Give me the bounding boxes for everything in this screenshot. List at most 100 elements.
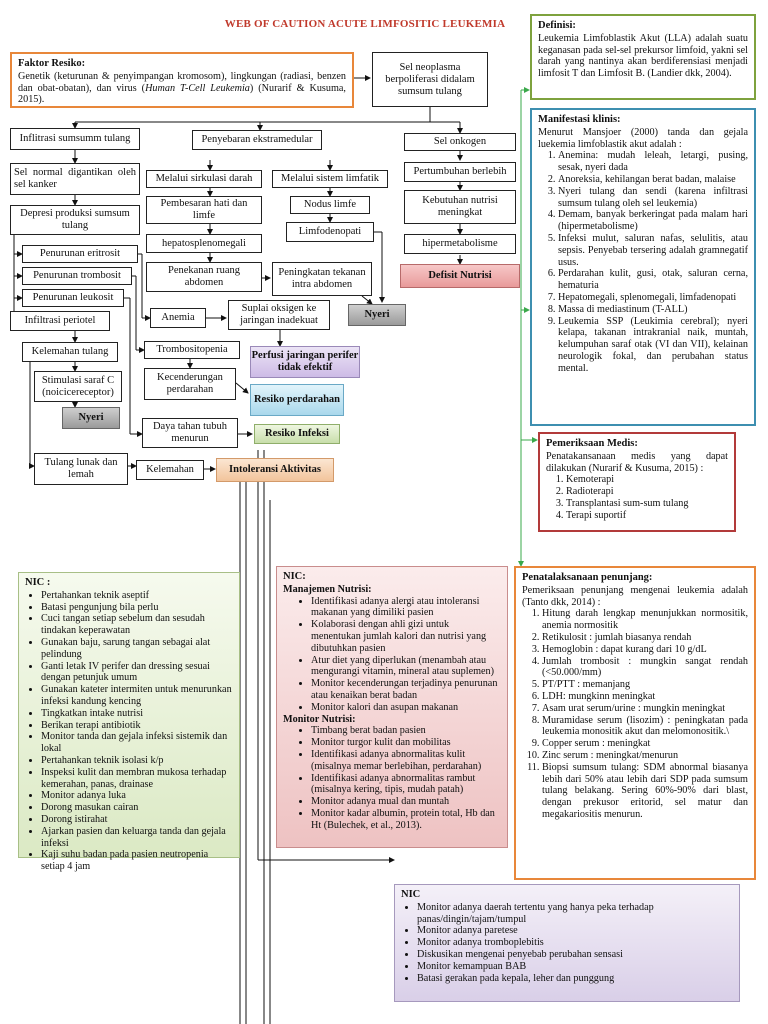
pemeriksaan-medis-intro: Penatakansanaan medis yang dapat dilakuk… [546, 450, 728, 474]
manifestasi-item: Infeksi mulut, saluran nafas, selulitis,… [558, 233, 748, 268]
node-sel-onkogen: Sel onkogen [404, 133, 516, 151]
manifestasi-item: Anoreksia, kehilangan berat badan, malai… [558, 174, 748, 186]
manifestasi-item: Hepatomegali, splenomegali, limfadenopat… [558, 292, 748, 304]
node-trombositopenia: Trombositopenia [144, 341, 240, 359]
node-tulang-lunak: Tulang lunak dan lemah [34, 453, 128, 485]
node-daya-tahan: Daya tahan tubuh menurun [142, 418, 238, 448]
nic-perfusi-item: Monitor adanya tromboplebitis [417, 937, 733, 949]
manifestasi-item: Massa di mediastinum (T-ALL) [558, 304, 748, 316]
nic-perfusi-heading: NIC [401, 889, 421, 900]
nic-perfusi-item: Monitor kemampuan BAB [417, 961, 733, 973]
nic-infeksi-item: Inspeksi kulit dan membran mukosa terhad… [41, 767, 233, 791]
node-penyebaran: Penyebaran ekstramedular [192, 130, 322, 150]
node-hipermetabolisme: hipermetabolisme [404, 234, 516, 254]
nic-infeksi-item: Monitor adanya luka [41, 790, 233, 802]
manifestasi-heading: Manifestasi klinis: [538, 114, 621, 125]
penunjang-item: Jumlah trombosit : mungkin sangat rendah… [542, 656, 748, 680]
nic-infeksi-item: Kaji suhu badan pada pasien neutropenia … [41, 849, 233, 873]
node-sel-normal: Sel normal digantikan oleh sel kanker [10, 163, 140, 195]
nic-perfusi-item: Monitor adanya paretese [417, 925, 733, 937]
node-hepatosplenomegali: hepatosplenomegali [146, 234, 262, 253]
node-penekanan: Penekanan ruang abdomen [146, 262, 262, 292]
diagram-title: WEB OF CAUTION ACUTE LIMFOSITIC LEUKEMIA [224, 18, 506, 30]
penunjang-item: Zinc serum : meningkat/menurun [542, 750, 748, 762]
diagnosis-nyeri-right: Nyeri [348, 304, 406, 326]
nic-infeksi-item: Pertahankan teknik aseptif [41, 590, 233, 602]
penunjang-item: Muramidase serum (lisozim) : peningkatan… [542, 715, 748, 739]
nic-nutrisi-item: Identifikasi adanya abnormalitas kulit (… [311, 749, 501, 773]
node-sirkulasi-darah: Melalui sirkulasi darah [146, 170, 262, 188]
nic-infeksi-item: Cuci tangan setiap sebelum dan sesudah t… [41, 613, 233, 637]
faktor-resiko-text: Genetik (keturunan & penyimpangan kromos… [18, 70, 346, 106]
node-suplai-oksigen: Suplai oksigen ke jaringan inadekuat [228, 300, 330, 330]
nic-infeksi-item: Gunakan kateter intermiten untuk menurun… [41, 684, 233, 708]
manifestasi-item: Demam, banyak berkeringat pada malam har… [558, 209, 748, 233]
node-sistem-limfatik: Melalui sistem limfatik [272, 170, 388, 188]
penunjang-item: Hitung darah lengkap menunjukkan normosi… [542, 608, 748, 632]
penunjang-item: LDH: mungkinn meningkat [542, 691, 748, 703]
diagnosis-perfusi: Perfusi jaringan perifer tidak efektif [250, 346, 360, 378]
manifestasi-panel: Manifestasi klinis: Menurut Mansjoer (20… [530, 108, 756, 426]
nic-nutrisi-item: Timbang berat badan pasien [311, 725, 501, 737]
definisi-panel: Definisi: Leukemia Limfoblastik Akut (LL… [530, 14, 756, 100]
pemeriksaan-item: Terapi suportif [566, 510, 728, 522]
node-depresi: Depresi produksi sumsum tulang [10, 205, 140, 235]
nic-perfusi-item: Monitor adanya daerah tertentu yang hany… [417, 902, 733, 926]
nic-nutrisi-item: Atur diet yang diperlukan (menambah atau… [311, 655, 501, 679]
nic-nutrisi-sub2: Monitor Nutrisi: [283, 713, 356, 725]
node-penurunan-eritrosit: Penurunan eritrosit [22, 245, 138, 263]
nic-infeksi-item: Tingkatkan intake nutrisi [41, 708, 233, 720]
nic-nutrisi-item: Identifikasi adanya alergi atau intolera… [311, 596, 501, 620]
node-kelemahan-tulang: Kelemahan tulang [22, 342, 118, 362]
node-stimulasi-saraf: Stimulasi saraf C (noicicereceptor) [34, 371, 122, 402]
penunjang-heading: Penatalaksanaan penunjang: [522, 572, 653, 583]
pemeriksaan-medis-list: KemoterapiRadioterapiTransplantasi sum-s… [546, 474, 728, 521]
nic-nutrisi-item: Monitor turgor kulit dan mobilitas [311, 737, 501, 749]
manifestasi-item: Nyeri tulang dan sendi (karena infiltras… [558, 186, 748, 210]
manifestasi-list: Anemina: mudah leleah, letargi, pusing, … [538, 150, 748, 374]
diagnosis-resiko-infeksi: Resiko Infeksi [254, 424, 340, 444]
diagnosis-nyeri-left: Nyeri [62, 407, 120, 429]
manifestasi-item: Leukemia SSP (Leukimia cerebral); nyeri … [558, 316, 748, 375]
penunjang-item: Biopsi sumsum tulang: SDM abnormal biasa… [542, 762, 748, 821]
pemeriksaan-medis-heading: Pemeriksaan Medis: [546, 438, 638, 449]
faktor-resiko-heading: Faktor Resiko: [18, 58, 86, 69]
penunjang-intro: Pemeriksaan penunjang mengenai leukemia … [522, 584, 748, 608]
nic-nutrisi-item: Monitor adanya mual dan muntah [311, 796, 501, 808]
penunjang-item: Retikulosit : jumlah biasanya rendah [542, 632, 748, 644]
penunjang-item: PT/PTT : memanjang [542, 679, 748, 691]
node-limfodenopati: Limfodenopati [286, 222, 374, 242]
definisi-heading: Definisi: [538, 20, 576, 31]
nic-nutrisi-heading: NIC: [283, 571, 306, 582]
node-pembesaran: Pembesaran hati dan limfe [146, 196, 262, 224]
faktor-resiko-panel: Faktor Resiko: Genetik (keturunan & peny… [10, 52, 354, 108]
nic-infeksi-item: Ajarkan pasien dan keluarga tanda dan ge… [41, 826, 233, 850]
nic-perfusi-item: Batasi gerakan pada kepala, leher dan pu… [417, 973, 733, 985]
node-anemia: Anemia [150, 308, 206, 328]
nic-nutrisi-sub1: Manajemen Nutrisi: [283, 583, 372, 595]
diagnosis-resiko-perdarahan: Resiko perdarahan [250, 384, 344, 416]
nic-infeksi-heading: NIC : [25, 577, 51, 588]
nic-nutrisi-panel: NIC: Manajemen Nutrisi: Identifikasi ada… [276, 566, 508, 848]
node-kelemahan: Kelemahan [136, 460, 204, 480]
penunjang-item: Hemoglobin : dapat kurang dari 10 g/dL [542, 644, 748, 656]
nic-infeksi-item: Ganti letak IV perifer dan dressing sesu… [41, 661, 233, 685]
node-infiltrasi-periotel: Infiltrasi periotel [10, 311, 110, 331]
nic-infeksi-item: Batasi pengunjung bila perlu [41, 602, 233, 614]
pemeriksaan-medis-panel: Pemeriksaan Medis: Penatakansanaan medis… [538, 432, 736, 532]
node-infiltrasi-sumsum: Inflitrasi sumsumm tulang [10, 128, 140, 150]
definisi-text: Leukemia Limfoblastik Akut (LLA) adalah … [538, 32, 748, 80]
node-pertumbuhan: Pertumbuhan berlebih [404, 162, 516, 182]
pemeriksaan-item: Radioterapi [566, 486, 728, 498]
nic-nutrisi-list2: Timbang berat badan pasienMonitor turgor… [283, 725, 501, 831]
nic-perfusi-item: Diskusikan mengenai penyebab perubahan s… [417, 949, 733, 961]
nic-perfusi-panel: NIC Monitor adanya daerah tertentu yang … [394, 884, 740, 1002]
manifestasi-intro: Menurut Mansjoer (2000) tanda dan gejala… [538, 126, 748, 150]
diagnosis-defisit-nutrisi: Defisit Nutrisi [400, 264, 520, 288]
node-penurunan-trombosit: Penurunan trombosit [22, 267, 132, 285]
nic-infeksi-panel: NIC : Pertahankan teknik aseptifBatasi p… [18, 572, 240, 872]
nic-infeksi-item: Dorong masukan cairan [41, 802, 233, 814]
manifestasi-item: Perdarahan kulit, gusi, otak, saluran ce… [558, 268, 748, 292]
nic-nutrisi-item: Identifikasi adanya abnormalitas rambut … [311, 773, 501, 797]
